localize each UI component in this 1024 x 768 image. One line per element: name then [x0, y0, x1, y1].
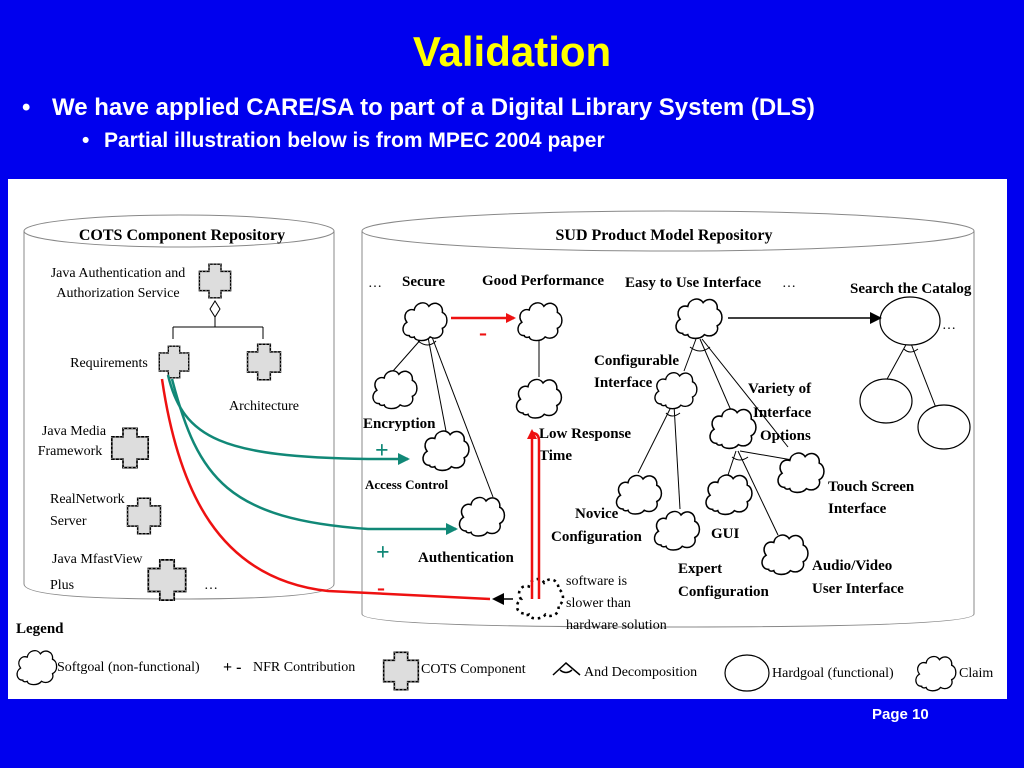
and-decomposition-icon — [552, 661, 581, 676]
expert-label-2: Configuration — [678, 584, 770, 600]
cots-repo-title: COTS Component Repository — [79, 227, 285, 244]
sud-repository — [361, 210, 975, 628]
audio-label-1: Audio/Video — [812, 558, 892, 574]
sud-repo-title: SUD Product Model Repository — [555, 227, 772, 244]
requirements-to-access-control-arrow — [166, 374, 410, 465]
requirements-label: Requirements — [70, 356, 148, 371]
easy-to-use-label: Easy to Use Interface — [625, 275, 762, 291]
requirements-to-claim-line — [160, 378, 491, 601]
mfast-label-2: Plus — [50, 578, 74, 593]
search-catalog-label: Search the Catalog — [850, 281, 972, 297]
bullet-level1-text: We have applied CARE/SA to part of a Dig… — [52, 94, 815, 121]
touch-label-1: Touch Screen — [828, 479, 915, 495]
legend-hardgoal: Hardgoal (functional) — [772, 666, 894, 681]
slide-title: Validation — [412, 28, 612, 75]
access-control-label: Access Control — [365, 477, 449, 492]
plus-sign: + — [376, 540, 390, 566]
page-number: Page 10 — [872, 706, 929, 723]
softgoal-legend-icon — [16, 650, 58, 686]
legend-claim: Claim — [959, 666, 993, 681]
plus-sign: + — [375, 438, 389, 464]
cots-mfastview: Java MfastView Plus … — [50, 552, 218, 602]
variety-label-2: Interface — [753, 405, 812, 421]
authentication-label: Authentication — [418, 550, 514, 566]
nfr-diagram: COTS Component Repository SUD Product Mo… — [16, 210, 993, 692]
cots-requirements: Requirements — [70, 345, 190, 379]
cots-java-auth: Java Authentication and Authorization Se… — [51, 263, 232, 301]
cots-architecture: Architecture — [229, 343, 299, 414]
legend-softgoal: Softgoal (non-functional) — [57, 660, 200, 675]
claim-text-2: slower than — [566, 596, 631, 611]
java-media-label-1: Java Media — [42, 424, 107, 439]
gui-label: GUI — [711, 526, 740, 542]
low-response-label-1: Low Response — [539, 426, 631, 442]
sud-ellipsis-right: … — [782, 276, 796, 291]
secure-label: Secure — [402, 274, 445, 290]
java-auth-label-1: Java Authentication and — [51, 266, 186, 281]
bullet-level2-text: Partial illustration below is from MPEC … — [104, 129, 605, 152]
catalog-ellipsis: … — [942, 318, 956, 333]
bullet-level2: • Partial illustration below is from MPEC… — [82, 129, 605, 153]
legend-cots: COTS Component — [421, 662, 526, 677]
legend-and-decomposition: And Decomposition — [584, 665, 697, 680]
novice-label-1: Novice — [575, 506, 619, 522]
claim-text-1: software is — [566, 574, 627, 589]
cots-realnetwork: RealNetwork Server — [50, 492, 162, 535]
realnetwork-label-2: Server — [50, 514, 87, 529]
hardgoal-legend-icon — [724, 654, 770, 692]
hardgoal-sub-left — [859, 378, 913, 424]
bullet-level1: • We have applied CARE/SA to part of a Di… — [22, 94, 815, 122]
low-response-label-2: Time — [539, 448, 572, 464]
legend-title: Legend — [16, 621, 64, 637]
search-catalog-hardgoal — [879, 296, 941, 346]
mfast-label-1: Java MfastView — [52, 552, 143, 567]
audio-label-2: User Interface — [812, 581, 904, 597]
legend-nfr-signs: + - — [223, 659, 241, 676]
requirements-to-authentication-arrow — [170, 378, 458, 535]
encryption-label: Encryption — [363, 416, 436, 432]
bullet-dot: • — [22, 94, 31, 121]
bullet-dot: • — [82, 129, 90, 152]
variety-label-1: Variety of — [748, 381, 812, 397]
cots-legend-icon — [382, 651, 420, 691]
more-ellipsis: … — [204, 578, 218, 593]
legend-nfr: NFR Contribution — [253, 660, 355, 675]
hardgoal-sub-right — [917, 404, 971, 450]
variety-label-3: Options — [760, 428, 811, 444]
legend: Legend Softgoal (non-functional) + - NFR… — [16, 621, 993, 692]
java-media-label-2: Framework — [38, 444, 103, 459]
configurable-label-1: Configurable — [594, 353, 679, 369]
realnetwork-label-1: RealNetwork — [50, 492, 125, 507]
good-performance-label: Good Performance — [482, 273, 604, 289]
cots-java-media: Java Media Framework — [38, 424, 150, 469]
decomposition-links — [392, 336, 939, 536]
claim-legend-icon — [915, 655, 957, 692]
sud-ellipsis-left: … — [368, 276, 382, 291]
java-auth-label-2: Authorization Service — [56, 286, 179, 301]
architecture-label: Architecture — [229, 399, 299, 414]
minus-sign: - — [377, 575, 385, 601]
claim-text-3: hardware solution — [566, 618, 667, 633]
expert-label-1: Expert — [678, 561, 722, 577]
configurable-label-2: Interface — [594, 375, 653, 391]
touch-label-2: Interface — [828, 501, 887, 517]
novice-label-2: Configuration — [551, 529, 643, 545]
minus-sign: - — [479, 320, 487, 346]
diagram-panel: COTS Component Repository SUD Product Mo… — [8, 179, 1007, 699]
